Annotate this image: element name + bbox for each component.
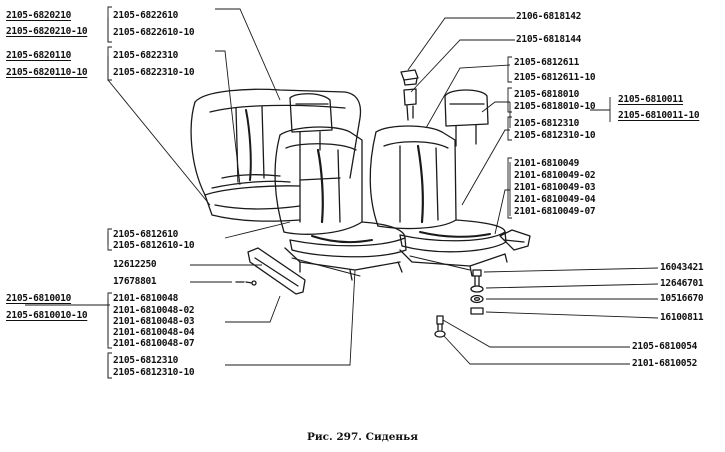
label-2101-6810048-02: 2101-6810048-02 xyxy=(113,305,195,316)
rear-seat-drawing xyxy=(190,88,362,222)
label-2105-6812610-10: 2105-6812610-10 xyxy=(113,240,195,251)
front-left-seat-drawing xyxy=(274,126,407,281)
label-2105-6810054: 2105-6810054 xyxy=(632,341,698,352)
label-2105-6812310-left: 2105-6812310 xyxy=(113,355,179,366)
label-2101-6810048: 2101-6810048 xyxy=(113,293,179,304)
label-2101-6810049-04: 2101-6810049-04 xyxy=(514,194,596,205)
label-2101-6810049: 2101-6810049 xyxy=(514,158,580,169)
label-2105-6812611: 2105-6812611 xyxy=(514,57,580,68)
label-2105-6822310-10: 2105-6822310-10 xyxy=(113,67,195,78)
figure-caption: Рис. 297. Сиденья xyxy=(306,431,418,443)
label-2105-6820110: 2105-6820110 xyxy=(6,50,72,61)
label-2105-6820210: 2105-6820210 xyxy=(6,10,72,21)
label-2101-6810049-07: 2101-6810049-07 xyxy=(514,206,596,217)
fasteners-drawing xyxy=(235,269,484,338)
label-2105-6812610: 2105-6812610 xyxy=(113,229,179,240)
label-12646701: 12646701 xyxy=(660,278,704,289)
label-12612250: 12612250 xyxy=(113,259,157,270)
label-2105-6820110-10: 2105-6820110-10 xyxy=(6,67,88,78)
label-2101-6810049-02: 2101-6810049-02 xyxy=(514,170,596,181)
label-17678801: 17678801 xyxy=(113,276,157,287)
label-2101-6810048-03: 2101-6810048-03 xyxy=(113,316,195,327)
label-2105-6822310: 2105-6822310 xyxy=(113,50,179,61)
label-2105-6812611-10: 2105-6812611-10 xyxy=(514,72,596,83)
label-2101-6810049-03: 2101-6810049-03 xyxy=(514,182,596,193)
label-2106-6818142: 2106-6818142 xyxy=(516,11,582,22)
label-2105-6812310-10-right: 2105-6812310-10 xyxy=(514,130,596,141)
label-2105-6810011-10: 2105-6810011-10 xyxy=(618,110,700,121)
label-2105-6818010: 2105-6818010 xyxy=(514,89,580,100)
label-2105-6812310-10-left: 2105-6812310-10 xyxy=(113,367,195,378)
label-16043421: 16043421 xyxy=(660,262,704,273)
label-2101-6810052: 2101-6810052 xyxy=(632,358,698,369)
front-right-seat-drawing xyxy=(369,89,508,277)
label-2105-6812310-right: 2105-6812310 xyxy=(514,118,580,129)
label-2105-6822610-10: 2105-6822610-10 xyxy=(113,27,195,38)
label-2105-6818010-10: 2105-6818010-10 xyxy=(514,101,596,112)
label-2105-6810011: 2105-6810011 xyxy=(618,94,684,105)
label-2105-6818144: 2105-6818144 xyxy=(516,34,582,45)
label-2105-6810010-10: 2105-6810010-10 xyxy=(6,310,88,321)
headrest-guide-drawing xyxy=(400,69,419,121)
label-2105-6820210-10: 2105-6820210-10 xyxy=(6,26,88,37)
label-2105-6810010: 2105-6810010 xyxy=(6,293,72,304)
side-trim-drawing xyxy=(247,229,531,295)
label-2101-6810048-07: 2101-6810048-07 xyxy=(113,338,195,349)
label-16100811: 16100811 xyxy=(660,312,704,323)
label-10516670: 10516670 xyxy=(660,293,704,304)
label-2105-6822610: 2105-6822610 xyxy=(113,10,179,21)
label-2101-6810048-04: 2101-6810048-04 xyxy=(113,327,195,338)
